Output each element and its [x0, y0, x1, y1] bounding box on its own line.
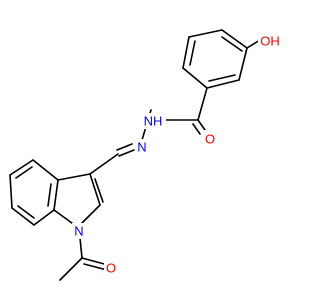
bond-ph-3	[238, 47, 248, 81]
atom-o-acetyl: O	[104, 260, 118, 276]
atom-n-hydrazone: N	[135, 139, 149, 155]
bond-c7-c7a	[33, 209, 55, 226]
bond-c7a-c3a	[53, 179, 59, 211]
bond-c3a-c3	[57, 173, 91, 181]
bond-ph-5	[182, 67, 208, 89]
atom-n-hydrazone-label: N	[137, 140, 146, 155]
bond-ch-c3	[89, 153, 119, 175]
bond-co-1	[197, 119, 206, 131]
bond-cacyl-o-1	[81, 257, 109, 266]
atom-oh-label: OH	[260, 34, 280, 49]
atom-oh: OH	[258, 33, 282, 49]
bond-cacyl-me	[59, 257, 83, 281]
atom-labels: OH NH O N N O	[72, 33, 282, 276]
bond-ph-4	[206, 79, 240, 89]
bonds	[9, 29, 261, 281]
atom-n-indole-label: N	[74, 224, 83, 239]
bond-c4-c5	[9, 159, 34, 176]
bond-co-2	[192, 123, 201, 135]
bond-c3-c2b	[94, 178, 104, 203]
bond-c4-c5b	[15, 166, 33, 179]
bond-ph-1	[188, 29, 223, 38]
bond-ring-carbonyl	[197, 87, 208, 121]
bond-c2-n1	[79, 204, 101, 226]
atom-o-amide: O	[203, 130, 217, 147]
atom-nh-label: NH	[144, 114, 163, 129]
atom-n-indole: N	[72, 223, 86, 239]
bond-c7a-c3a-inner	[47, 183, 52, 207]
bond-ph-6	[182, 36, 190, 69]
bond-ph-4b	[208, 74, 236, 82]
bond-cacyl-o-2	[83, 263, 108, 271]
bond-c5-c6	[9, 174, 13, 209]
bond-n-ch-1	[118, 149, 135, 157]
bond-ph-2	[221, 29, 248, 49]
bond-c3-c2	[89, 173, 101, 206]
bond-ph-2b	[221, 36, 243, 52]
bond-n1-cacyl	[79, 237, 83, 259]
atom-nh: NH	[142, 113, 166, 129]
bond-c6-c7b	[17, 205, 35, 219]
bond-n-ch-2	[116, 143, 133, 151]
atom-o-acetyl-label: O	[106, 261, 116, 276]
bond-c-oh	[246, 39, 261, 49]
bond-c3a-c4	[32, 159, 59, 181]
bond-ph-6b	[189, 40, 196, 66]
bond-c6-c7	[11, 207, 35, 226]
molecule-structure: OH NH O N N O	[9, 29, 282, 281]
atom-o-amide-label: O	[205, 132, 215, 147]
